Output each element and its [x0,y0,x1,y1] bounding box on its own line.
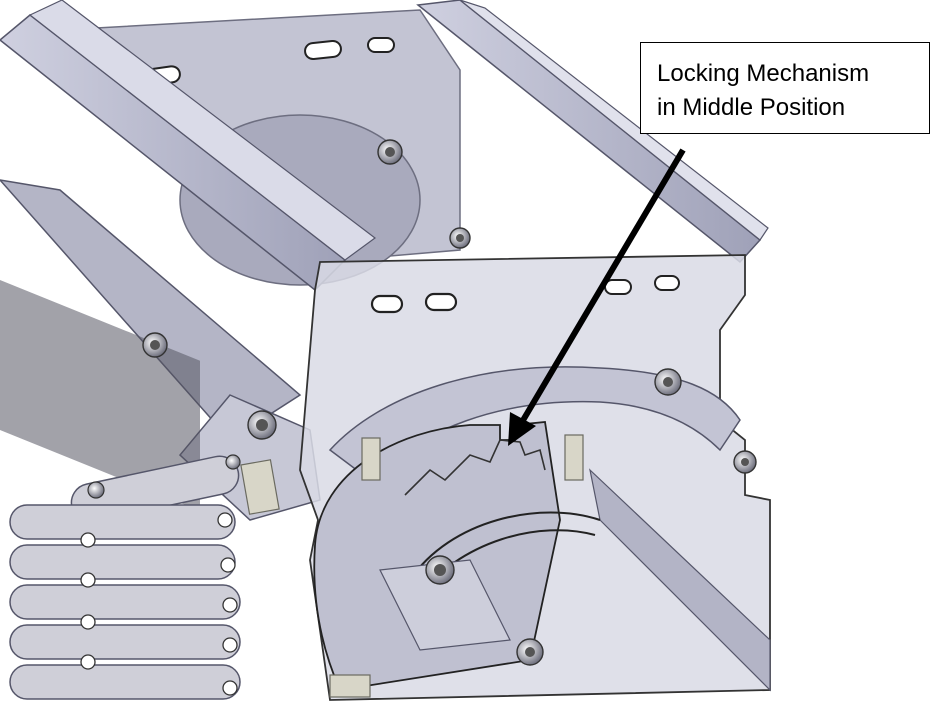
bolt-icon [733,450,757,474]
callout-line-1: Locking Mechanism [657,60,870,87]
bolt-icon [425,555,455,585]
bolt-icon [142,332,168,358]
bolts [87,139,757,666]
bolt-icon [516,638,544,666]
wear-pads [240,434,584,698]
bolt-icon [377,139,403,165]
callout-label: Locking Mechanism in Middle Position [640,42,930,134]
top-rail-right [416,0,769,264]
arrow-icon [508,148,686,446]
bolt-icon [247,410,277,440]
top-rail-left [0,0,377,292]
callout-line-2: in Middle Position [657,94,846,121]
bolt-icon [87,481,105,499]
guide-band [328,366,741,481]
bolt-icon [449,227,471,249]
hinge-stack [0,280,241,700]
bolt-icon [654,368,682,396]
bolt-icon [225,454,241,470]
